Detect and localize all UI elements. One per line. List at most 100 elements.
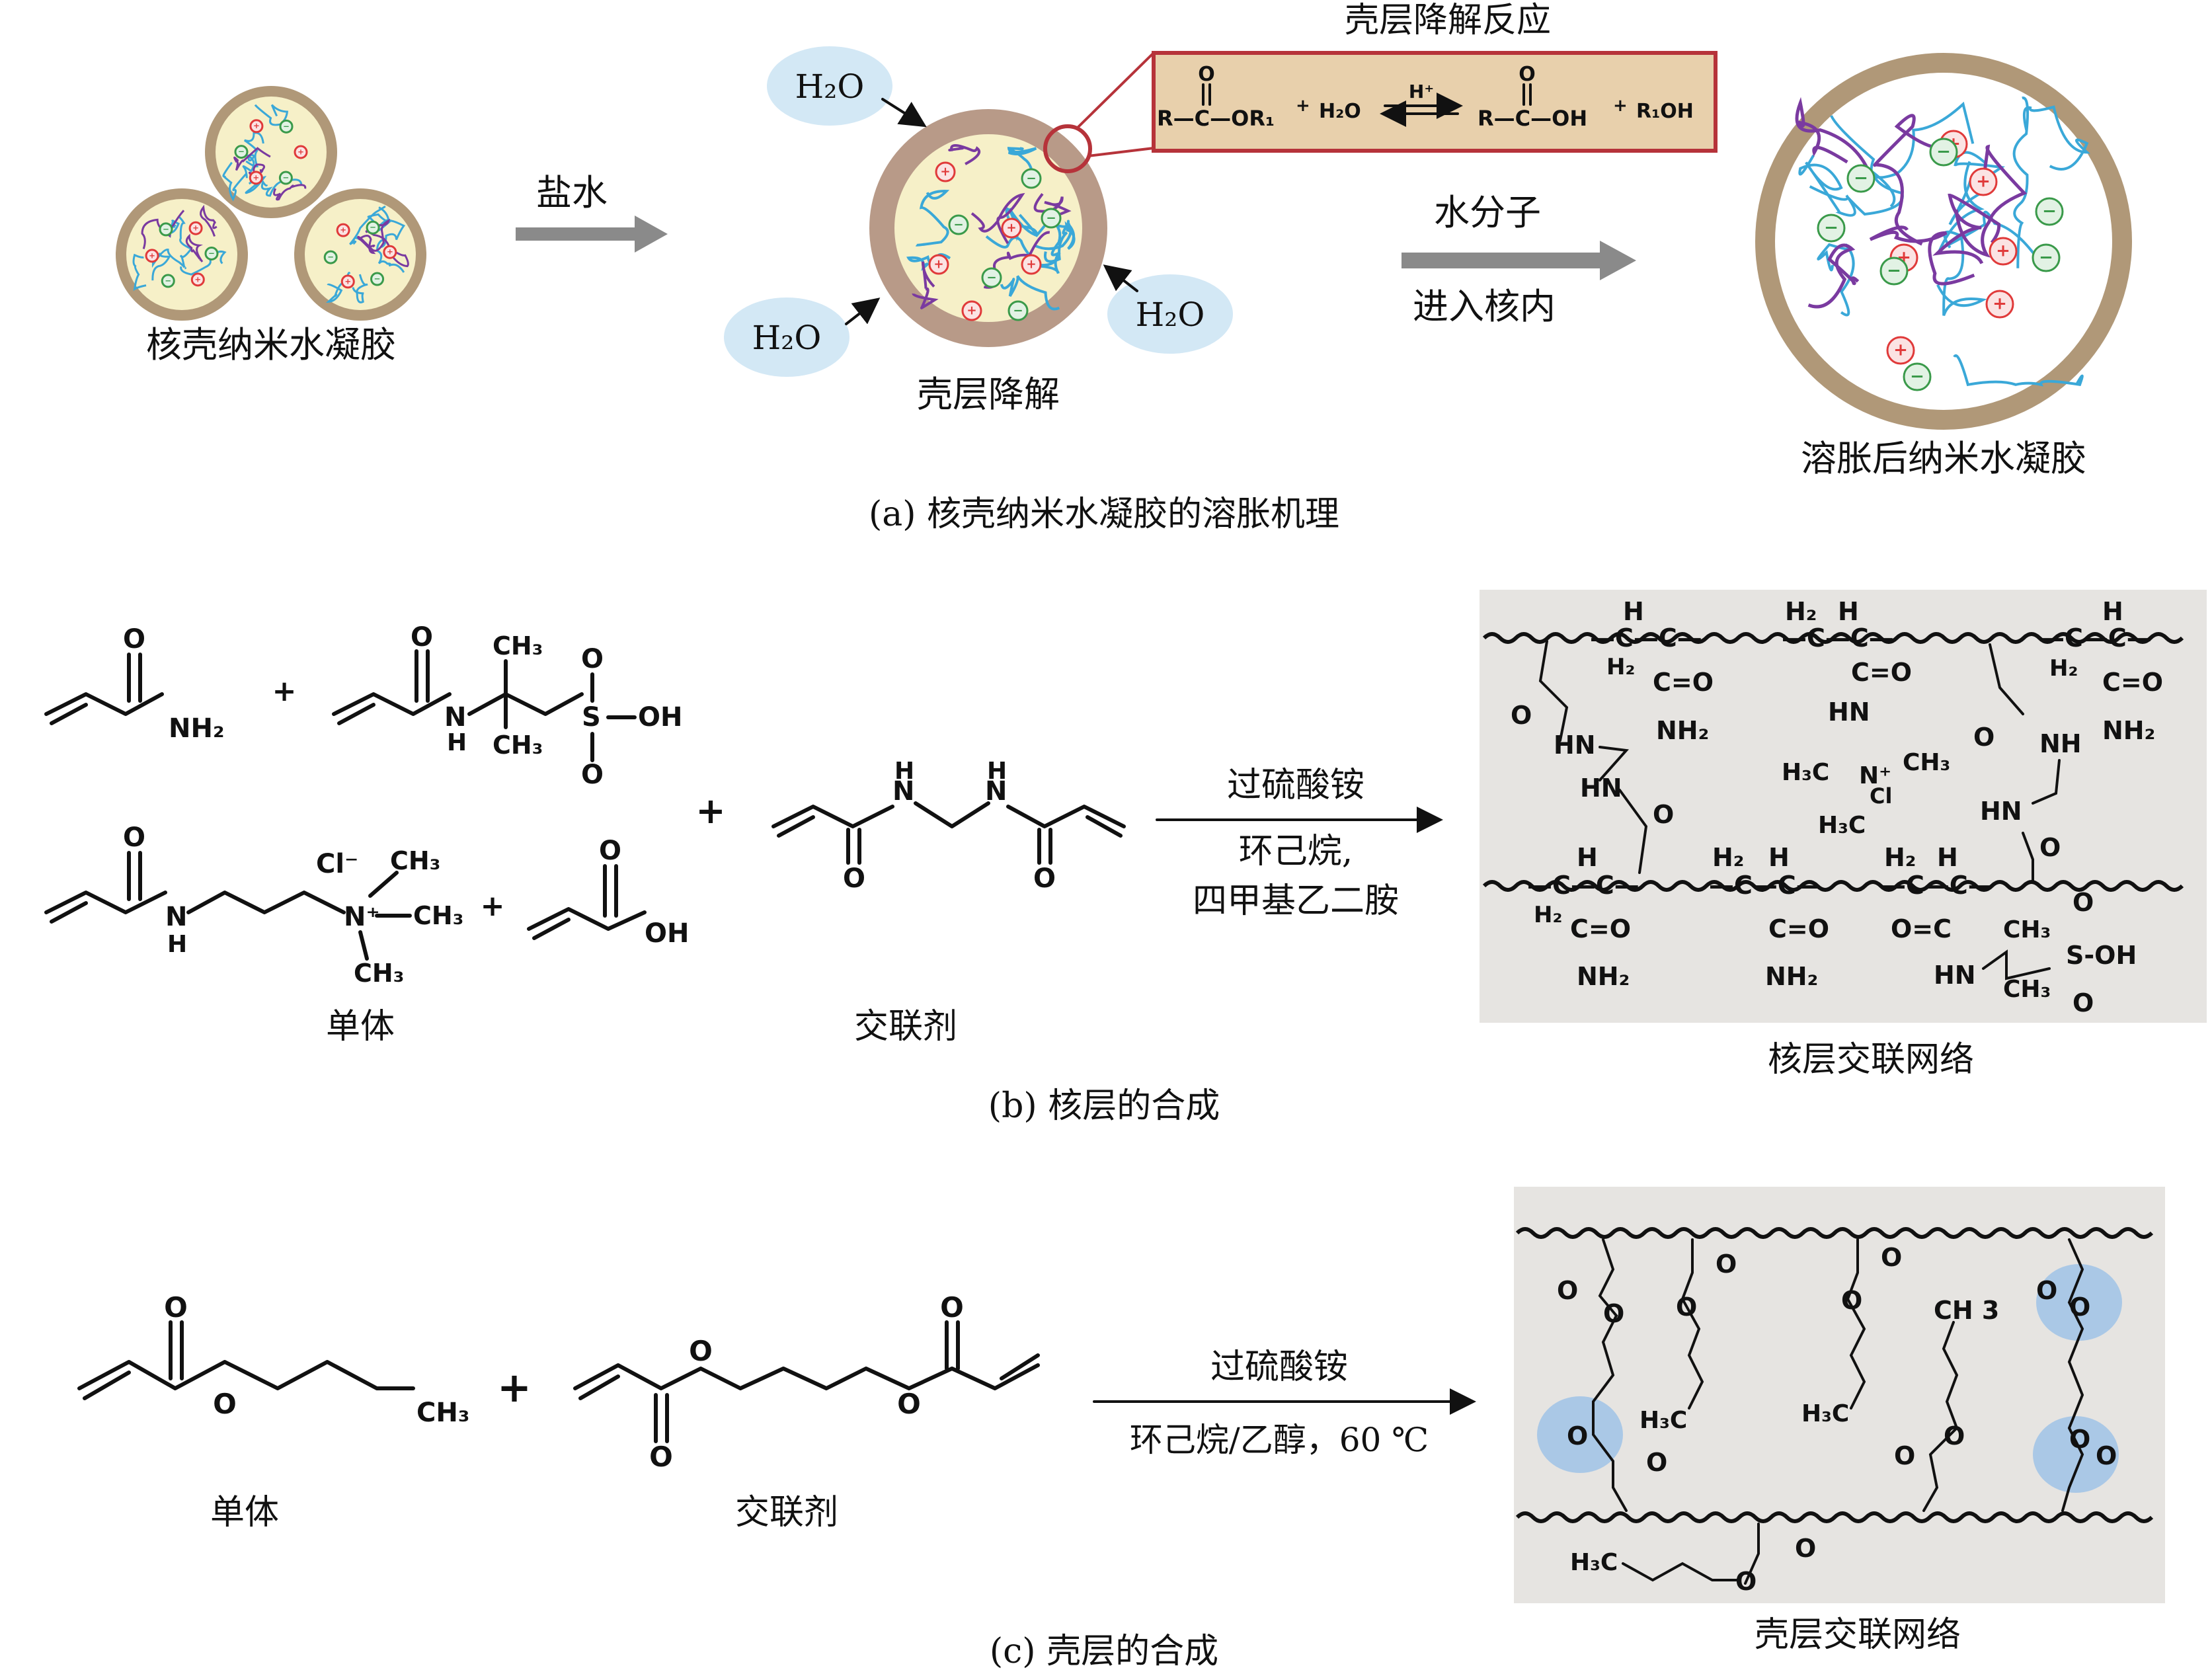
mba-left — [771, 805, 894, 828]
reaction-box-frame — [1152, 51, 1718, 153]
water-arrow-1 — [881, 98, 927, 128]
molecule-mba: O N H N H O — [771, 758, 1126, 894]
degrading-chain-purple — [1033, 192, 1072, 219]
nanogel-charge-sign: − — [238, 147, 245, 156]
core-hn-2: HN — [1828, 697, 1870, 727]
amps-chain — [332, 692, 452, 716]
panel-c: O O CH₃ + O O O O 单体 交联剂 过硫酸铵 环己烷/乙醇，60 … — [77, 1187, 2165, 1670]
shell-o-2b: O — [1676, 1292, 1697, 1322]
caption-b: (b) 核层的合成 — [988, 1086, 1220, 1126]
arrow-water-entry: 水分子 进入核内 — [1402, 192, 1636, 327]
core-o-left: O — [1511, 701, 1532, 730]
swollen-chain — [1809, 169, 1904, 216]
degrading-charge-ring — [961, 300, 982, 321]
swollen-chain — [2022, 105, 2091, 171]
mba-right — [1006, 805, 1126, 828]
degrading-charge-sign: + — [967, 303, 976, 317]
ba-o-carbonyl: O — [164, 1291, 188, 1324]
water-bubble-1: H₂O — [767, 46, 927, 128]
mba-left-double — [777, 815, 815, 838]
mba-right-double — [1086, 815, 1123, 838]
molecule-amps: O N H CH₃ CH₃ S O O OH — [332, 622, 682, 790]
nanogel-charge-sign: + — [340, 225, 346, 235]
core-ch3-b3-bottom: CH₃ — [2003, 976, 2051, 1003]
acrylamide-o: O — [123, 624, 145, 655]
nanogel-charge-ring — [234, 145, 249, 159]
amps-oh: OH — [638, 702, 682, 733]
plus-b-1: + — [272, 674, 297, 708]
swollen-chain — [2012, 97, 2030, 268]
nanogel-chain — [254, 104, 289, 126]
quat-o: O — [123, 822, 145, 853]
amps-ch3-bottom: CH₃ — [493, 731, 543, 760]
reaction-catalyst: H⁺ — [1409, 81, 1434, 102]
nanogel-chain — [349, 206, 386, 245]
reaction-water: H₂O — [1319, 100, 1361, 123]
core-hn-b3: HN — [1934, 961, 1976, 990]
ba-skeleton — [77, 1360, 415, 1390]
core-c-b2: —C—C— — [1709, 871, 1821, 900]
shell-crosslink-right — [2061, 1238, 2084, 1512]
degrading-charge-sign: + — [1026, 257, 1036, 271]
nanogel-cluster: +−+−+−+−+−+−+−+−+− — [116, 86, 426, 321]
swollen-label: 溶胀后纳米水凝胶 — [1801, 438, 2086, 479]
reaction-box: O R—C—OR₁ + H₂O H⁺ O R—C—OH + R₁OH — [1152, 51, 1718, 153]
shell-o-4b: O — [1894, 1441, 1915, 1470]
arrow-core-synthesis: 过硫酸铵 环己烷, 四甲基乙二胺 — [1156, 766, 1443, 921]
nanogel-charge-sign: − — [370, 223, 376, 232]
core-co-3: C=O — [2102, 668, 2163, 697]
shell-o-5b: O — [2069, 1292, 2090, 1322]
core-network-label: 核层交联网络 — [1768, 1040, 1974, 1080]
ba-ch3: CH₃ — [416, 1398, 469, 1428]
molecule-acrylic-acid: O OH — [527, 836, 689, 949]
water-bubble-3-text: H₂O — [1136, 296, 1205, 334]
swollen-charge-sign: + — [1976, 172, 1991, 192]
shell-network-background — [1514, 1187, 2165, 1603]
mba-o-right: O — [1033, 863, 1056, 894]
swollen-chain — [1937, 161, 2038, 258]
shell-crosslink-left — [1592, 1238, 1628, 1512]
shell-o-3b: O — [1841, 1286, 1862, 1315]
core-c-b3: —C—C— — [1881, 871, 1993, 900]
nanogel-charge-ring — [278, 171, 293, 185]
quat-cl: Cl⁻ — [316, 849, 358, 879]
shell-h3c-1: H₃C — [1639, 1407, 1687, 1434]
nanogel-charge-ring — [188, 221, 203, 235]
swollen-nanogel: +−−+−−++−−++− — [1755, 53, 2132, 430]
swollen-charge-ring — [1969, 167, 1998, 196]
water-bubble-2-shape — [724, 298, 849, 377]
core-ch3-b3-top: CH₃ — [2003, 916, 2051, 943]
swollen-charge-ring — [1846, 164, 1876, 193]
nanogel-chain — [245, 175, 268, 194]
core-h-b2: H — [1768, 843, 1790, 872]
arrow-saline-label: 盐水 — [536, 172, 608, 214]
degrading-charge-sign: − — [1046, 211, 1056, 225]
degrading-chain — [1007, 147, 1037, 173]
core-shell-label: 核壳纳米水凝胶 — [146, 324, 396, 366]
core-methylene-left — [1599, 746, 1630, 781]
nanogel-charge-sign: + — [194, 274, 201, 284]
swollen-chain — [1798, 155, 1856, 217]
degrading-charge-sign: + — [933, 257, 943, 271]
degrading-charge-sign: − — [986, 270, 996, 284]
shell-o-4a: O — [1944, 1421, 1965, 1451]
water-bubble-3: H₂O — [1103, 264, 1233, 354]
core-nh2-b2: NH₂ — [1765, 962, 1818, 991]
nanogel-core — [126, 199, 237, 310]
swollen-charge-ring — [1929, 138, 1958, 167]
swollen-chain-purple — [1807, 243, 1860, 309]
nanogel-charge-ring — [323, 250, 338, 264]
degrading-core — [894, 134, 1082, 322]
degrading-charge-sign: − — [953, 218, 963, 231]
arrow-water-label-bottom: 进入核内 — [1413, 286, 1556, 327]
nanogel-chain — [178, 216, 193, 268]
zoom-line-bottom — [1087, 147, 1154, 157]
core-nh-right: NH — [2039, 729, 2082, 758]
nanogel-charge-ring — [249, 119, 264, 134]
nanogel-chain-purple — [361, 218, 391, 252]
shell-o-bottom-b: O — [1735, 1567, 1757, 1596]
shell-ch3-3: CH 3 — [1934, 1296, 1999, 1325]
nanogel-chain-purple — [357, 235, 376, 255]
